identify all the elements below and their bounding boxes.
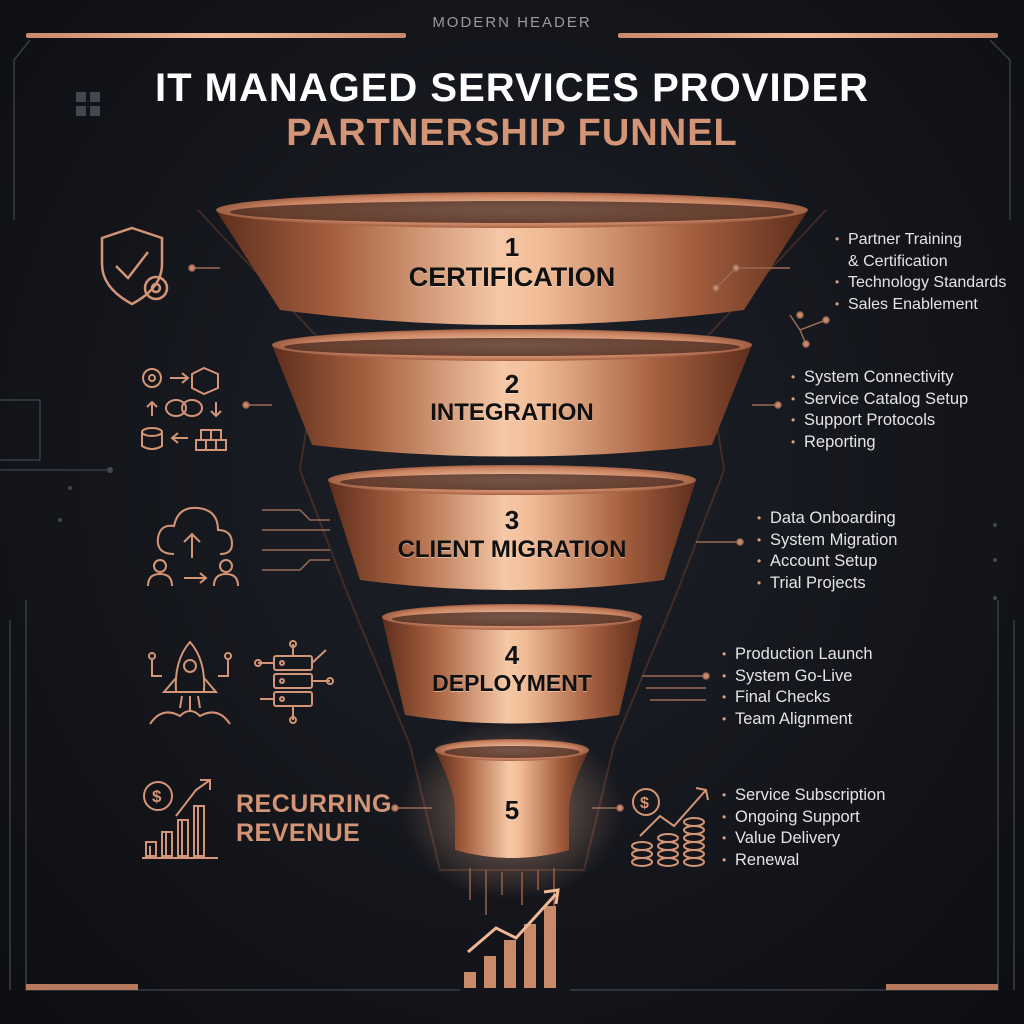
stage-4-name: DEPLOYMENT [432, 670, 592, 696]
cloud-migration-icon [147, 506, 239, 587]
rocket-icon [148, 640, 232, 725]
growth-chart-icon [464, 888, 560, 988]
svg-text:$: $ [152, 787, 162, 806]
server-icon [254, 640, 334, 724]
stage-4-details: Production Launch System Go-Live Final C… [722, 644, 873, 731]
list-item: Sales Enablement [835, 294, 1006, 316]
list-item: Service Catalog Setup [791, 389, 968, 411]
list-item: Data Onboarding [757, 508, 897, 530]
recurring-revenue-line-2: REVENUE [236, 819, 361, 847]
list-item: System Migration [757, 530, 897, 552]
funnel-stage-1 [216, 192, 808, 325]
list-item: Production Launch [722, 644, 873, 666]
page-subtitle: PARTNERSHIP FUNNEL [286, 112, 738, 154]
recurring-revenue-line-1: RECURRING [236, 790, 392, 818]
list-item: System Connectivity [791, 367, 968, 389]
list-item: Service Subscription [722, 785, 885, 807]
list-item: Team Alignment [722, 709, 873, 731]
revenue-coins-icon: $ [631, 787, 709, 867]
list-item: Reporting [791, 432, 968, 454]
list-item: Trial Projects [757, 573, 897, 595]
list-item: & Certification [848, 252, 948, 270]
recurring-revenue-label: RECURRING REVENUE [236, 790, 392, 848]
funnel-stage-4 [382, 604, 642, 724]
list-item: Ongoing Support [722, 807, 885, 829]
stage-1-name: CERTIFICATION [408, 262, 616, 292]
stage-2-number: 2 [504, 369, 520, 399]
funnel-stage-3 [328, 465, 696, 590]
list-item: Final Checks [722, 687, 873, 709]
list-item: Partner Training [835, 229, 1006, 251]
header-divider-left [26, 33, 406, 38]
list-item: Value Delivery [722, 828, 885, 850]
list-item: System Go-Live [722, 666, 873, 688]
stage-3-details: Data Onboarding System Migration Account… [757, 508, 897, 595]
stage-2-details: System Connectivity Service Catalog Setu… [791, 367, 968, 454]
stage-2-name: INTEGRATION [430, 399, 594, 426]
stage-3-name: CLIENT MIGRATION [397, 536, 627, 563]
stage-5-details: Service Subscription Ongoing Support Val… [722, 785, 885, 872]
page-title: IT MANAGED SERVICES PROVIDER [154, 66, 870, 110]
funnel-stage-5 [435, 739, 589, 858]
list-item: Support Protocols [791, 410, 968, 432]
stage-1-number: 1 [504, 232, 520, 262]
header-divider-right [618, 33, 998, 38]
list-item: Account Setup [757, 551, 897, 573]
list-item: Technology Standards [835, 272, 1006, 294]
stage-1-details: Partner Training & Certification Technol… [835, 229, 1006, 316]
shield-check-gear-icon [100, 226, 169, 306]
stage-3-number: 3 [504, 505, 520, 535]
revenue-chart-icon: $ [142, 779, 218, 859]
funnel-stage-2 [272, 329, 752, 457]
integration-flow-icon [141, 366, 227, 451]
stage-5-number: 5 [504, 795, 520, 825]
stage-4-number: 4 [504, 640, 520, 670]
svg-text:$: $ [640, 795, 649, 812]
header-label: MODERN HEADER [432, 14, 592, 31]
list-item: Renewal [722, 850, 885, 872]
